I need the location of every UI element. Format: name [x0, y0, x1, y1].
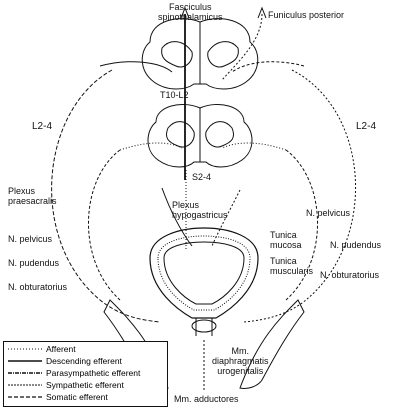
- legend-label: Sympathetic efferent: [46, 380, 124, 390]
- label-fasciculus-spinothalamicus: Fasciculus spinothalamicus: [158, 2, 223, 22]
- label-n-pudendus-right: N. pudendus: [330, 240, 382, 250]
- label-n-pudendus-left: N. pudendus: [8, 258, 60, 268]
- legend-label: Afferent: [46, 344, 76, 354]
- label-n-pelvicus-right: N. pelvicus: [306, 208, 351, 218]
- label-n-obturatorius-right: N. obturatorius: [320, 270, 380, 280]
- label-t10-l2: T10-L2: [160, 90, 189, 100]
- legend: Afferent Descending efferent Parasympath…: [3, 341, 168, 407]
- label-funiculus-posterior: Funiculus posterior: [268, 10, 345, 20]
- legend-label: Parasympathetic efferent: [46, 368, 141, 378]
- label-tunica-muscularis: Tunica muscularis: [270, 256, 314, 276]
- spinal-cord-upper: [141, 18, 259, 90]
- label-plexus-praesacralis: Plexus praesacralis: [8, 186, 57, 206]
- label-tunica-mucosa: Tunica mucosa: [270, 230, 302, 250]
- label-l2-4-left: L2-4: [32, 121, 53, 132]
- legend-label: Descending efferent: [46, 356, 122, 366]
- label-plexus-hypogastricus: Plexus hypogastricus: [172, 200, 228, 220]
- label-mm-diaphragmatis: Mm. diaphragmatis urogenitalis: [212, 346, 269, 376]
- label-l2-4-right: L2-4: [356, 121, 377, 132]
- spinal-cord-lower: [147, 104, 253, 168]
- label-n-pelvicus-left: N. pelvicus: [8, 234, 53, 244]
- label-n-obturatorius-left: N. obturatorius: [8, 282, 68, 292]
- legend-label: Somatic efferent: [46, 392, 108, 402]
- label-s2-4: S2-4: [192, 172, 212, 182]
- label-mm-adductores: Mm. adductores: [174, 394, 239, 404]
- bladder: [149, 227, 259, 336]
